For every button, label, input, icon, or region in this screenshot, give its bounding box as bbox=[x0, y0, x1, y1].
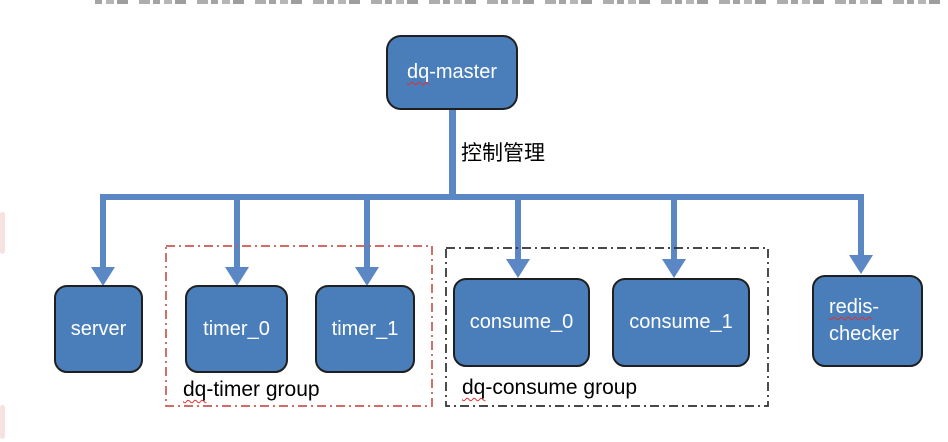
node-label: consume_0 bbox=[469, 311, 574, 333]
connector-drop-consume-0 bbox=[515, 197, 521, 260]
down-arrowhead-consume-0-icon bbox=[506, 259, 530, 278]
node-label: redis- checker bbox=[829, 294, 899, 348]
down-arrowhead-server-icon bbox=[91, 267, 115, 286]
dq-consume-group-boundary bbox=[445, 247, 769, 407]
group-label-rest: -timer group bbox=[206, 378, 320, 401]
edge-label: 控制管理 bbox=[461, 137, 545, 167]
node-label: timer_1 bbox=[331, 317, 399, 340]
dq-consume-group-label: dq-consume group bbox=[462, 376, 637, 400]
dq-timer-group-boundary bbox=[165, 245, 433, 407]
dq-timer-group-label: dq-timer group bbox=[183, 378, 320, 402]
down-arrowhead-redis-checker-icon bbox=[849, 255, 873, 274]
node-label-rest: -master bbox=[429, 61, 498, 83]
group-label-rest: -consume group bbox=[485, 376, 638, 399]
node-label-misspelled: redis bbox=[829, 296, 873, 318]
node-label: server bbox=[70, 317, 127, 340]
node-consume-0: consume_0 bbox=[453, 278, 590, 367]
connector-drop-timer-1 bbox=[364, 197, 370, 268]
node-label: timer_0 bbox=[203, 317, 270, 340]
down-arrowhead-timer-1-icon bbox=[355, 267, 379, 286]
group-label-misspelled: dq bbox=[183, 378, 207, 401]
group-label-misspelled: dq bbox=[462, 376, 486, 399]
node-dq-master: dq-master bbox=[386, 35, 518, 110]
node-label-misspelled: dq bbox=[406, 61, 430, 83]
clipped-text-artifact bbox=[95, 0, 943, 4]
scan-artifact bbox=[0, 405, 5, 439]
node-timer-0: timer_0 bbox=[185, 285, 288, 373]
node-server: server bbox=[54, 285, 143, 373]
connector-bus bbox=[100, 194, 864, 200]
node-label: dq-master bbox=[407, 59, 497, 86]
connector-drop-consume-1 bbox=[671, 197, 677, 260]
down-arrowhead-timer-0-icon bbox=[225, 267, 249, 286]
node-label-rest: - bbox=[872, 296, 880, 318]
node-label: consume_1 bbox=[629, 311, 733, 333]
node-label-line2: checker bbox=[829, 323, 900, 345]
connector-drop-redis-checker bbox=[858, 197, 864, 256]
edge-label-text: 控制管理 bbox=[461, 142, 545, 165]
node-timer-1: timer_1 bbox=[315, 285, 415, 373]
node-consume-1: consume_1 bbox=[612, 278, 750, 367]
connector-drop-timer-0 bbox=[234, 197, 240, 268]
scan-artifact bbox=[0, 212, 5, 254]
down-arrowhead-consume-1-icon bbox=[662, 259, 686, 278]
connector-master-drop bbox=[449, 109, 456, 200]
connector-drop-server bbox=[100, 197, 106, 268]
node-redis-checker: redis- checker bbox=[812, 275, 923, 367]
